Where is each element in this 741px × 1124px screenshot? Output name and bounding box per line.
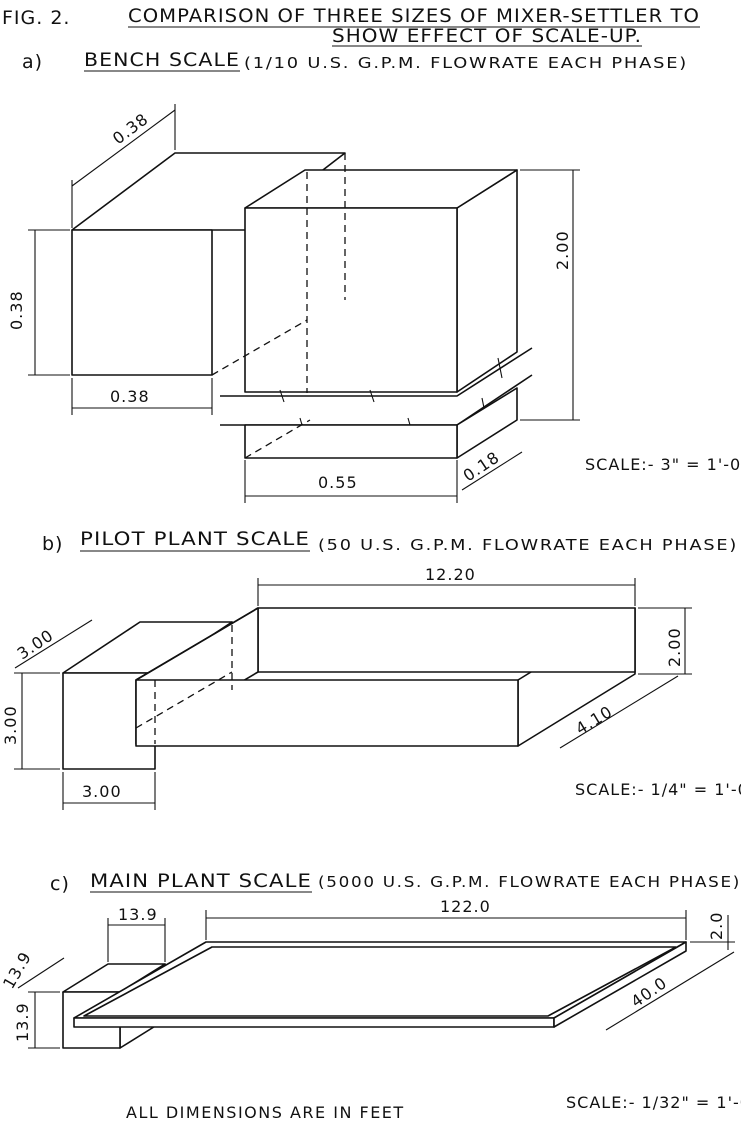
dim-label: 0.38	[110, 387, 150, 406]
dim-label: 3.00	[82, 782, 122, 801]
dim-line	[17, 957, 65, 989]
dim-label: 0.55	[318, 473, 358, 492]
panel-heading: MAIN PLANT SCALE	[90, 870, 312, 892]
scale-note: SCALE:- 1/4" = 1'-0"	[575, 780, 741, 799]
dim-label: 122.0	[440, 897, 491, 916]
settler-side-face	[456, 169, 518, 393]
hidden-edge	[211, 319, 308, 376]
dim-line	[559, 675, 679, 749]
panel-letter: a)	[22, 51, 43, 73]
panel-bench-scale: a) BENCH SCALE (1/10 U.S. G.P.M. FLOWRAT…	[7, 49, 741, 503]
panel-heading: PILOT PLANT SCALE	[80, 528, 310, 550]
dim-label: 2.0	[707, 912, 726, 940]
dim-line	[14, 619, 93, 669]
mixer-front-face	[71, 229, 213, 376]
hidden-edge	[135, 671, 233, 729]
settler-back-wall	[257, 607, 636, 673]
scale-note: SCALE:- 1/32" = 1'-0"	[566, 1093, 741, 1112]
dim-label: 12.20	[425, 565, 476, 584]
settler-front-wall	[135, 679, 519, 747]
settler-base-front	[244, 424, 458, 459]
panel-pilot-plant-scale: b) PILOT PLANT SCALE (50 U.S. G.P.M. FLO…	[1, 528, 741, 810]
dim-label: 3.00	[14, 625, 57, 663]
figure-number: FIG. 2.	[2, 7, 70, 29]
settler-tray-front	[73, 1017, 555, 1028]
pipe-break	[369, 389, 375, 403]
units-footnote: ALL DIMENSIONS ARE IN FEET	[126, 1103, 405, 1122]
figure-title-line1: COMPARISON OF THREE SIZES OF MIXER-SETTL…	[128, 5, 700, 27]
hidden-edge	[244, 419, 311, 459]
settler-base-side	[456, 387, 518, 459]
dim-label: 2.00	[665, 627, 684, 667]
panel-flowrate: (5000 U.S. G.P.M. FLOWRATE EACH PHASE)	[318, 873, 741, 891]
panel-main-plant-scale: c) MAIN PLANT SCALE (5000 U.S. G.P.M. FL…	[0, 870, 741, 1112]
dim-label: 2.00	[553, 230, 572, 270]
pipe-break	[497, 357, 503, 379]
dim-label: 13.9	[118, 905, 158, 924]
panel-letter: b)	[42, 533, 63, 555]
panel-flowrate: (1/10 U.S. G.P.M. FLOWRATE EACH PHASE)	[244, 54, 688, 72]
pipe-break	[279, 389, 285, 403]
settler-rim	[135, 607, 259, 681]
scale-note: SCALE:- 3" = 1'-0"	[585, 455, 741, 474]
settler-front-face	[244, 207, 458, 393]
dim-line	[71, 109, 176, 187]
dim-label: 13.9	[0, 948, 35, 992]
dim-label: 0.38	[7, 290, 26, 330]
dim-label: 13.9	[13, 1002, 32, 1042]
panel-letter: c)	[50, 873, 70, 895]
figure-title-line2: SHOW EFFECT OF SCALE-UP.	[332, 25, 642, 47]
panel-flowrate: (50 U.S. G.P.M. FLOWRATE EACH PHASE)	[318, 536, 738, 554]
dim-line	[461, 451, 523, 491]
dim-line	[605, 951, 735, 1031]
pipe-upper	[220, 347, 533, 397]
settler-tray-side	[553, 941, 687, 1028]
panel-heading: BENCH SCALE	[84, 49, 240, 71]
dim-label: 3.00	[1, 705, 20, 745]
